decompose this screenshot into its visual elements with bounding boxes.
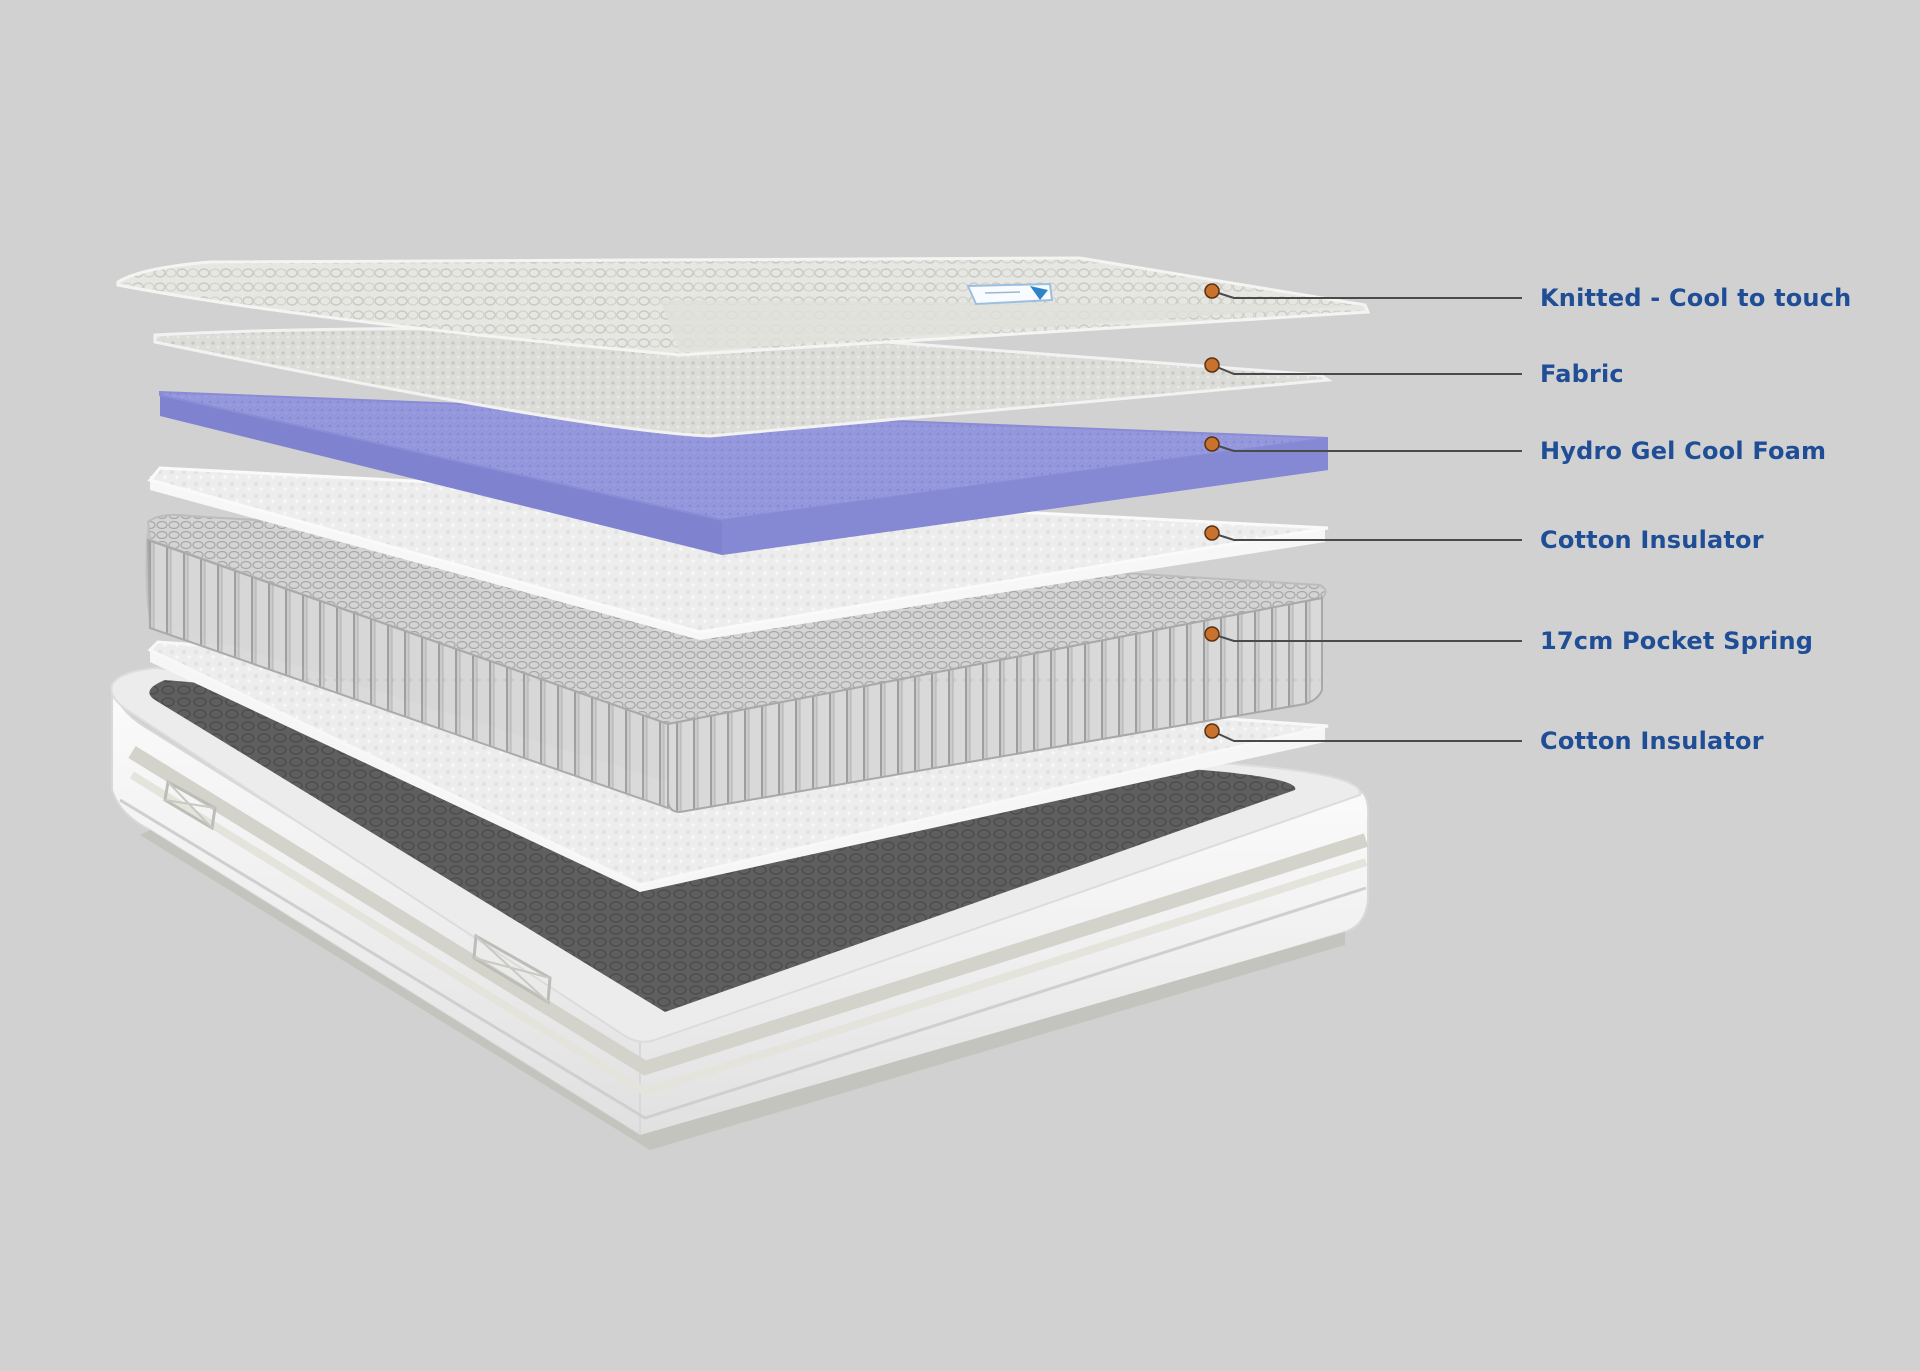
callout-group <box>1204 283 1522 742</box>
label-cotton-insulator-top: Cotton Insulator <box>1540 526 1764 554</box>
label-hydro-gel-foam: Hydro Gel Cool Foam <box>1540 437 1827 465</box>
carry-handle-icon <box>472 933 552 1005</box>
brand-tag-icon <box>966 282 1054 306</box>
label-knitted-cover: Knitted - Cool to touch <box>1540 284 1852 312</box>
layer-hydro-gel-foam <box>159 390 1329 555</box>
carry-handle-icon <box>163 779 217 831</box>
callout-marker <box>1204 283 1220 299</box>
callout-marker <box>1204 723 1220 739</box>
layer-fabric <box>153 327 1333 438</box>
leader-line <box>1211 730 1522 742</box>
callout-marker <box>1204 626 1220 642</box>
callout-marker <box>1204 357 1220 373</box>
callout-marker <box>1204 525 1220 541</box>
label-fabric: Fabric <box>1540 360 1624 388</box>
leader-line <box>1211 364 1522 375</box>
label-pocket-spring: 17cm Pocket Spring <box>1540 627 1814 655</box>
callout-marker <box>1204 436 1220 452</box>
label-cotton-insulator-bottom: Cotton Insulator <box>1540 727 1764 755</box>
layer-knitted-cover <box>116 256 1371 357</box>
